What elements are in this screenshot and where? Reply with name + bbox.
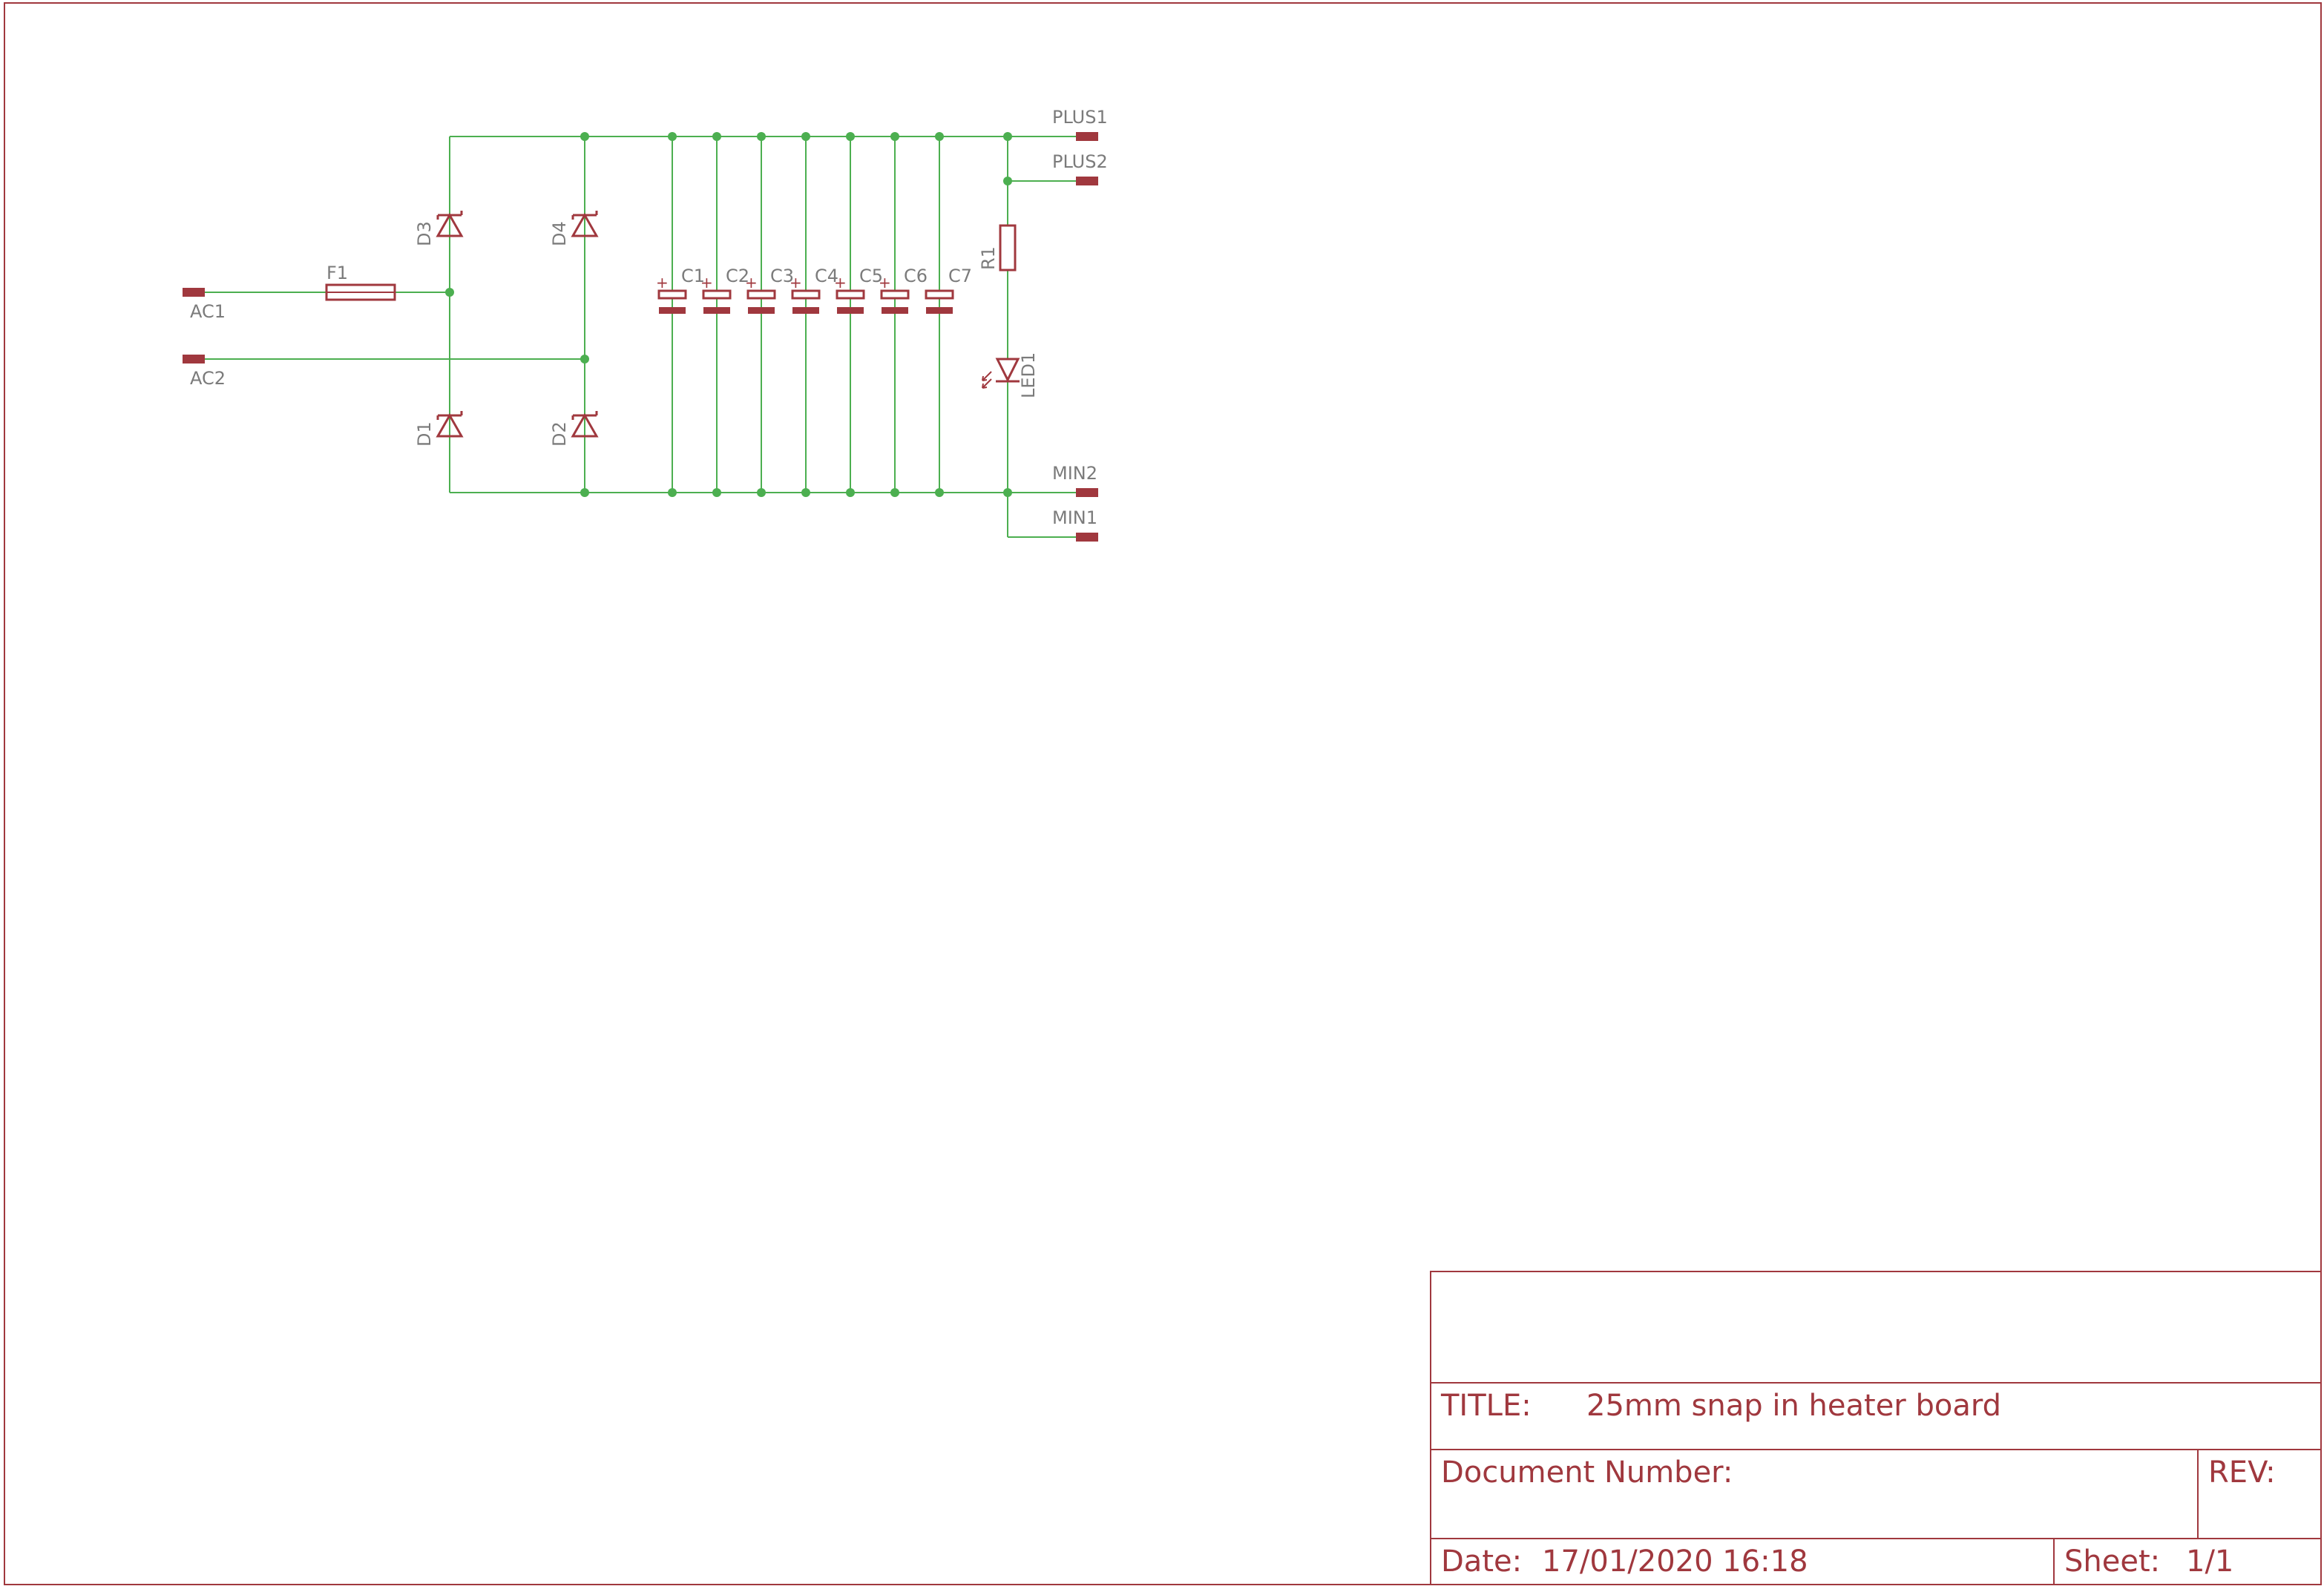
capacitor-c2-polarity: +	[700, 274, 713, 292]
diode-d4-label: D4	[549, 221, 570, 246]
capacitor-c1: + C1	[656, 266, 705, 314]
capacitor-c7-label: C7	[948, 266, 972, 286]
capacitor-c2-label: C2	[726, 266, 749, 286]
diode-d1: D1	[414, 411, 464, 447]
capacitor-c6-label: C6	[904, 266, 928, 286]
resistor-r1-label: R1	[978, 246, 999, 270]
diode-d3-label: D3	[414, 221, 435, 246]
fuse-f1-label: F1	[326, 263, 348, 283]
junctions	[445, 132, 1012, 497]
capacitor-c3: + C3	[745, 266, 794, 314]
wire-capacitor-columns	[672, 136, 940, 493]
terminal-plus1: PLUS1	[1052, 107, 1108, 141]
capacitor-c6: + C6	[879, 266, 928, 314]
diode-d4: D4	[549, 211, 599, 246]
capacitor-c5-polarity: +	[834, 274, 847, 292]
terminal-ac1-label: AC1	[190, 301, 226, 322]
capacitor-c5-label: C5	[859, 266, 883, 286]
diode-d1-label: D1	[414, 421, 435, 447]
terminal-plus2: PLUS2	[1052, 151, 1108, 185]
diode-d2-label: D2	[549, 421, 570, 447]
terminal-ac2: AC2	[183, 355, 226, 389]
rev-label: REV:	[2208, 1455, 2276, 1490]
capacitor-c7: C7	[925, 266, 972, 314]
capacitor-c4: + C4	[790, 266, 838, 314]
title-label: TITLE:	[1440, 1389, 1532, 1423]
capacitor-c1-polarity: +	[656, 274, 669, 292]
capacitor-c3-polarity: +	[745, 274, 758, 292]
terminal-ac1: AC1	[183, 288, 226, 322]
title-block: TITLE: 25mm snap in heater board Documen…	[1430, 1271, 2322, 1585]
wires	[205, 136, 1076, 538]
date-label: Date:	[1441, 1544, 1522, 1579]
diode-d2: D2	[549, 411, 599, 447]
sheet-value: 1/1	[2186, 1544, 2233, 1579]
resistor-r1: R1	[978, 224, 1017, 272]
capacitor-c3-label: C3	[770, 266, 794, 286]
capacitor-c6-polarity: +	[879, 274, 891, 292]
diode-d3: D3	[414, 211, 464, 246]
terminal-min2-label: MIN2	[1052, 463, 1097, 484]
led-led1-label: LED1	[1018, 352, 1039, 398]
terminal-min2: MIN2	[1052, 463, 1098, 497]
title-value: 25mm snap in heater board	[1586, 1389, 2001, 1423]
document-number-label: Document Number:	[1441, 1455, 1733, 1490]
terminal-min1-label: MIN1	[1052, 507, 1097, 528]
drawing-frame	[4, 2, 2322, 1585]
terminal-ac2-label: AC2	[190, 368, 226, 389]
capacitor-c5: + C5	[834, 266, 883, 314]
fuse-f1: F1	[325, 263, 396, 301]
date-value: 17/01/2020 16:18	[1542, 1544, 1808, 1579]
capacitor-c4-polarity: +	[790, 274, 802, 292]
terminal-plus2-label: PLUS2	[1052, 151, 1108, 172]
capacitor-c4-label: C4	[815, 266, 838, 286]
led-led1: LED1	[982, 352, 1039, 398]
terminal-plus1-label: PLUS1	[1052, 107, 1108, 128]
terminal-min1: MIN1	[1052, 507, 1098, 542]
capacitor-c1-label: C1	[681, 266, 705, 286]
capacitor-c2: + C2	[700, 266, 749, 314]
sheet-label: Sheet:	[2064, 1544, 2160, 1579]
